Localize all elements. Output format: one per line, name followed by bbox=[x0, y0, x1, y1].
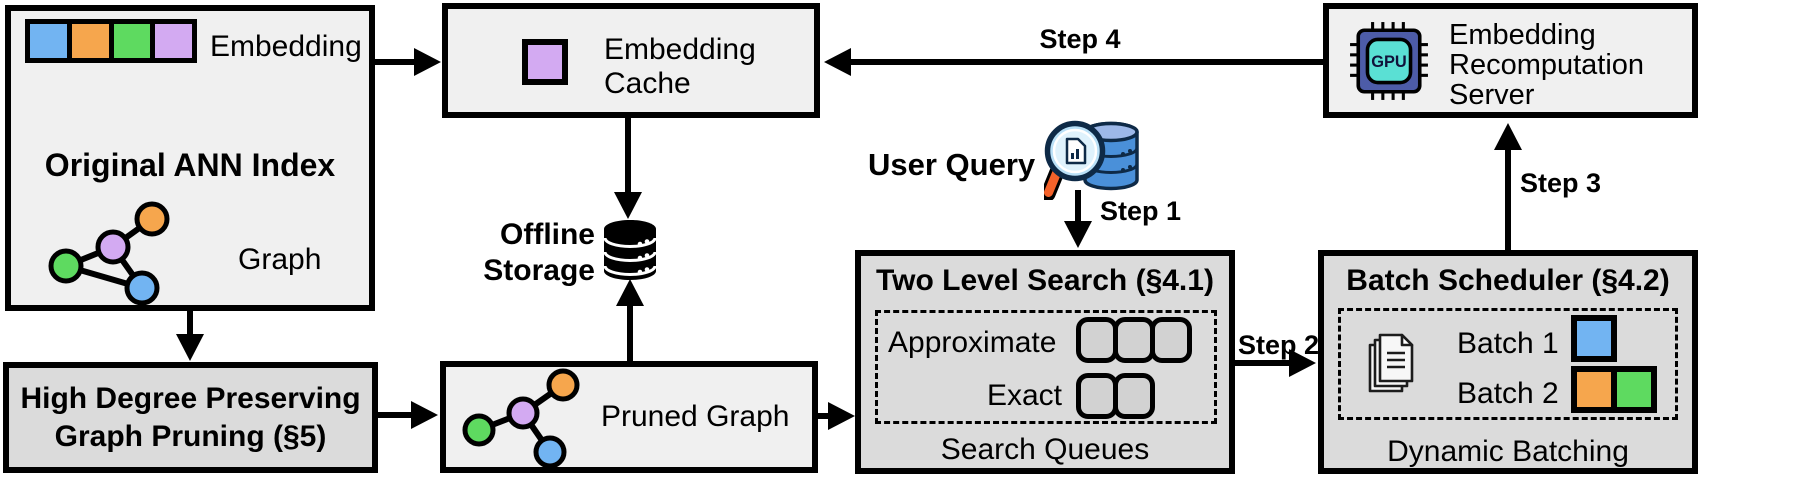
batch2-label: Batch 2 bbox=[1457, 377, 1559, 410]
arrow-annindex-to-cache bbox=[372, 48, 441, 76]
user-query-search-database-icon bbox=[1044, 120, 1139, 200]
gpu-chip-text: GPU bbox=[1371, 53, 1407, 71]
graph-label: Graph bbox=[238, 243, 322, 276]
exact-queue-slots bbox=[1076, 373, 1155, 419]
search-queues-dashed-panel: Approximate Exact bbox=[875, 310, 1217, 424]
query-documents-icon bbox=[1368, 333, 1414, 393]
search-queues-footer: Search Queues bbox=[940, 433, 1150, 466]
queue-slot bbox=[1076, 317, 1118, 363]
batch-scheduler-box: Batch Scheduler (§4.2) Batch 1 Batch 2 bbox=[1318, 250, 1698, 474]
offline-storage-database-icon bbox=[604, 220, 656, 280]
recomputation-server-label: Embedding Recomputation Server bbox=[1449, 19, 1645, 111]
arrow-annindex-to-pruning bbox=[176, 311, 204, 361]
embedding-cache-label: Embedding Cache bbox=[604, 33, 756, 100]
arrow-step1 bbox=[1064, 190, 1092, 248]
approximate-queue-slots bbox=[1076, 317, 1192, 363]
pruned-graph-icon bbox=[462, 368, 580, 468]
embedding-cell-green bbox=[113, 24, 151, 58]
embedding-cache-box: Embedding Cache bbox=[442, 3, 820, 118]
exact-label: Exact bbox=[986, 379, 1062, 412]
batch-scheduler-title: Batch Scheduler (§4.2) bbox=[1346, 264, 1670, 297]
arrow-step4 bbox=[824, 48, 1326, 76]
dynamic-batching-footer: Dynamic Batching bbox=[1387, 435, 1629, 468]
offline-storage-label: Offline Storage bbox=[483, 218, 595, 287]
user-query-label: User Query bbox=[868, 147, 1036, 182]
recomputation-server-box: GPU Embedding Recomputation Server bbox=[1323, 3, 1698, 118]
original-ann-index-title: Original ANN Index bbox=[44, 147, 336, 183]
batch1-square-blue bbox=[1571, 315, 1617, 362]
embedding-cell-orange bbox=[71, 24, 109, 58]
pruned-graph-box: Pruned Graph bbox=[440, 361, 818, 473]
arrow-step2 bbox=[1234, 349, 1316, 377]
graph-pruning-title: High Degree Preserving Graph Pruning (§5… bbox=[20, 381, 361, 453]
step3-label: Step 3 bbox=[1520, 168, 1602, 198]
batch2-squares bbox=[1571, 366, 1657, 413]
step1-label: Step 1 bbox=[1100, 196, 1182, 226]
two-level-search-title: Two Level Search (§4.1) bbox=[876, 264, 1214, 297]
queue-slot bbox=[1150, 317, 1192, 363]
embedding-vector-icon bbox=[25, 19, 197, 63]
batch2-square-green bbox=[1611, 366, 1657, 413]
step4-label: Step 4 bbox=[1039, 24, 1121, 54]
ann-graph-icon bbox=[48, 201, 170, 306]
graph-pruning-box: High Degree Preserving Graph Pruning (§5… bbox=[3, 362, 378, 473]
queue-slot bbox=[1076, 373, 1118, 419]
original-ann-index-box: Embedding Original ANN Index Graph bbox=[5, 5, 375, 311]
two-level-search-box: Two Level Search (§4.1) Approximate Exac… bbox=[855, 250, 1235, 474]
embedding-label: Embedding bbox=[210, 30, 362, 63]
embedding-cell-purple bbox=[155, 24, 192, 58]
batch1-label: Batch 1 bbox=[1457, 327, 1559, 360]
arrow-pruning-to-prunedgraph bbox=[373, 401, 438, 429]
arrow-step3 bbox=[1494, 123, 1522, 253]
arrow-prunedgraph-to-search bbox=[816, 402, 855, 430]
arrow-cache-to-storage bbox=[614, 115, 642, 219]
embedding-cell-blue bbox=[30, 24, 67, 58]
arrow-prunedgraph-to-storage bbox=[616, 279, 644, 364]
dynamic-batching-dashed-panel: Batch 1 Batch 2 bbox=[1338, 308, 1678, 420]
approximate-label: Approximate bbox=[888, 326, 1057, 359]
queue-slot bbox=[1113, 373, 1155, 419]
queue-slot bbox=[1113, 317, 1155, 363]
pruned-graph-label: Pruned Graph bbox=[601, 400, 790, 433]
step2-label: Step 2 bbox=[1238, 330, 1320, 360]
cached-embedding-square-icon bbox=[522, 39, 568, 85]
gpu-chip-icon: GPU bbox=[1350, 22, 1428, 100]
